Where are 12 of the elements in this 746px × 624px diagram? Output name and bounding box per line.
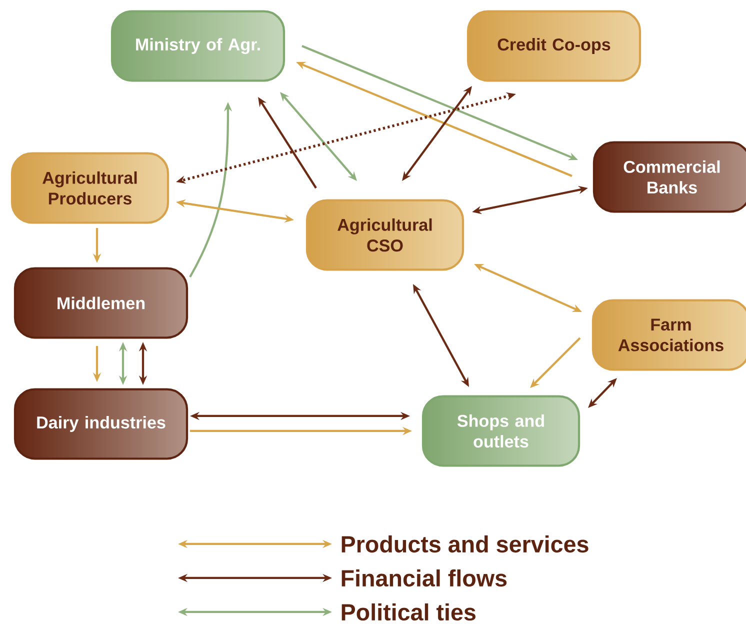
rounded-box: Credit Co-ops	[466, 10, 642, 82]
legend-text: Political ties	[342, 603, 476, 621]
rounded-box: Commercial Banks	[592, 141, 746, 213]
rounded-box: Shops and outlets	[422, 395, 580, 467]
legend-text: Financial flows	[342, 569, 507, 587]
rounded-box: Ministry of Agr.	[110, 10, 286, 82]
rounded-box: Dairy industries	[14, 388, 188, 460]
legend-text: Products and services	[342, 535, 588, 553]
rounded-box: Farm Associations	[592, 299, 746, 371]
rounded-box: Middlemen	[14, 267, 188, 339]
rounded-box: Agricultural Producers	[10, 152, 170, 224]
rounded-box: Agricultural CSO	[306, 199, 464, 271]
